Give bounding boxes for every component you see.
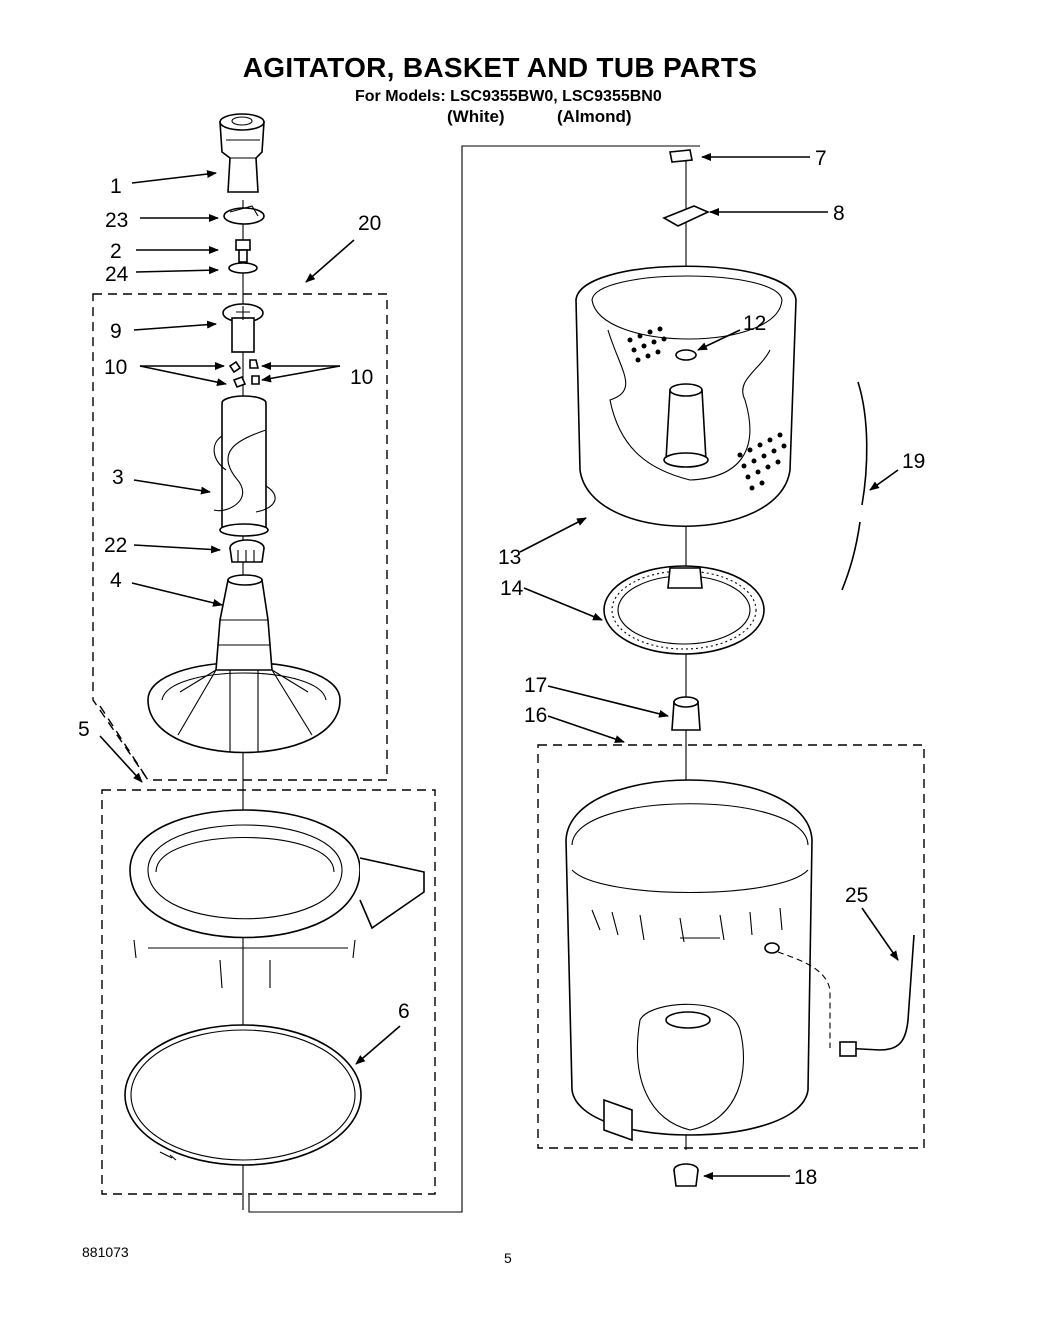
basket-clip-part <box>669 149 693 163</box>
callout-10-left: 10 <box>104 356 127 379</box>
models-line: For Models: LSC9355BW0, LSC9355BN0 <box>355 88 662 105</box>
color-almond-label: (Almond) <box>557 107 632 126</box>
callout-2: 2 <box>110 240 122 263</box>
callout-6: 6 <box>398 1000 410 1023</box>
color-white-label: (White) <box>447 107 505 126</box>
callout-22: 22 <box>104 534 127 557</box>
callout-1: 1 <box>110 175 122 198</box>
callout-10-right: 10 <box>350 366 373 389</box>
basket-holes <box>627 326 787 491</box>
callout-18: 18 <box>794 1166 817 1189</box>
assembly-connector-line <box>248 145 700 1213</box>
agitator-bolt-part <box>235 239 251 263</box>
callout-9: 9 <box>110 320 122 343</box>
drain-plug-part <box>673 1163 699 1187</box>
callout-25: 25 <box>845 884 868 907</box>
agitator-cam-ring-part <box>229 539 265 563</box>
callout-4: 4 <box>110 569 122 592</box>
basket-drive-plate-part <box>662 205 710 227</box>
snap-ring-part <box>124 1024 362 1166</box>
callout-16: 16 <box>524 704 547 727</box>
callout-8: 8 <box>833 202 845 225</box>
callout-14: 14 <box>500 577 524 600</box>
basket-hose-part <box>841 381 868 591</box>
callout-12: 12 <box>743 312 766 335</box>
footer-part-code: 881073 <box>82 1244 129 1260</box>
agitator-group-box <box>92 293 388 781</box>
outer-tub-part <box>565 779 813 1142</box>
page-title: AGITATOR, BASKET AND TUB PARTS <box>242 52 758 83</box>
callout-23: 23 <box>105 209 128 232</box>
basket-nut-part <box>675 349 697 361</box>
callout-17: 17 <box>524 674 547 697</box>
callout-5: 5 <box>78 718 90 741</box>
tub-ring-part <box>129 809 425 989</box>
agitator-barrel-part <box>213 395 276 537</box>
callout-7: 7 <box>815 147 827 170</box>
agitator-dogs-part <box>228 359 260 389</box>
callout-19: 19 <box>902 450 925 473</box>
callout-24: 24 <box>105 263 129 286</box>
agitator-base-part <box>147 574 341 754</box>
drain-hose-part <box>777 934 915 1057</box>
spin-basket-part <box>575 265 797 527</box>
page-number: 5 <box>504 1250 512 1266</box>
tub-seal-part <box>671 696 701 731</box>
basket-drive-hub-part <box>603 565 765 655</box>
callout-3: 3 <box>112 466 124 489</box>
callout-20: 20 <box>358 212 381 235</box>
callout-13: 13 <box>498 546 521 569</box>
fabric-softener-dispenser-part <box>219 113 265 193</box>
agitator-cap-part <box>223 205 265 225</box>
outer-tub-group-box <box>537 744 925 1149</box>
callout-leaders <box>99 153 899 1180</box>
agitator-cam-part <box>222 303 264 353</box>
agitator-washer-part <box>228 262 258 274</box>
hub-ring-group-box <box>101 789 436 1195</box>
